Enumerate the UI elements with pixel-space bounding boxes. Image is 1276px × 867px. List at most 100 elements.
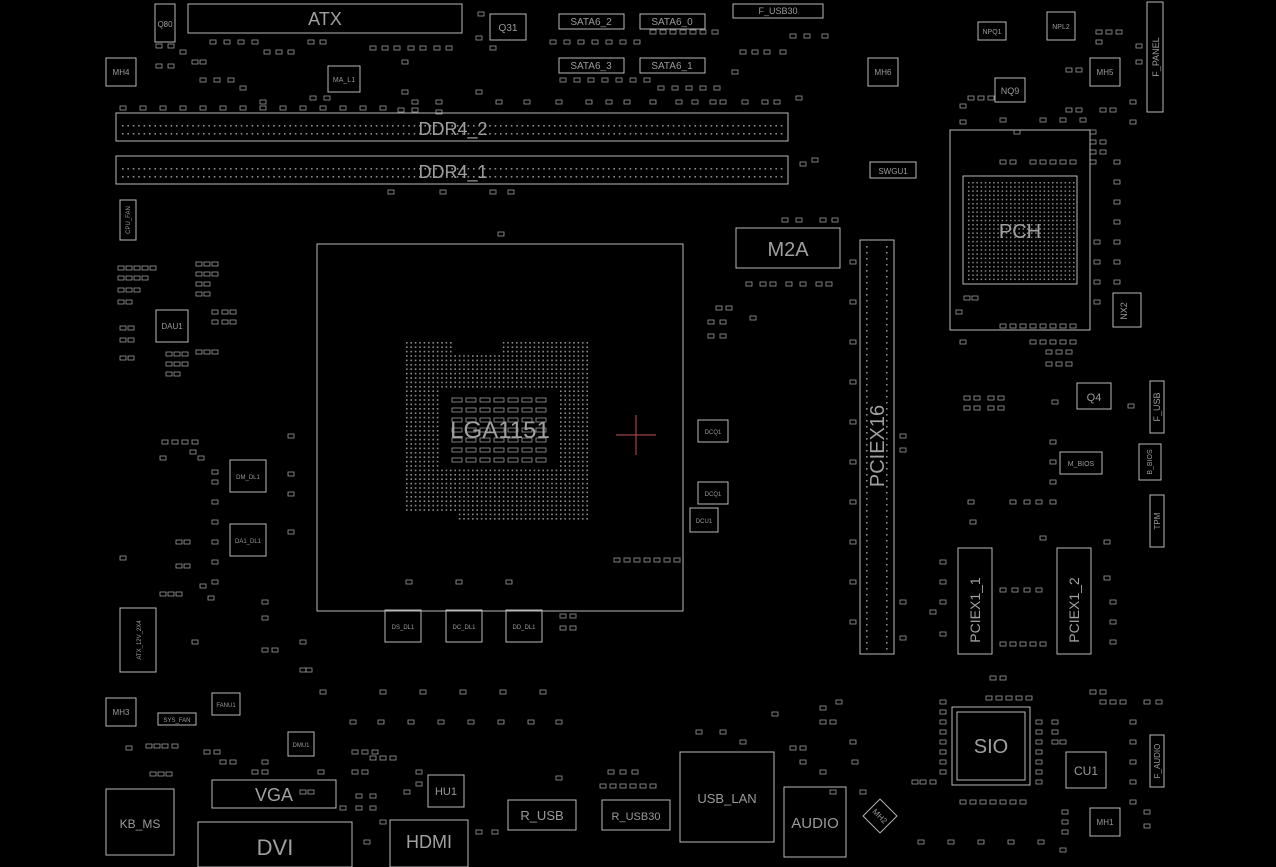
pcie-pin: [886, 318, 888, 320]
cpu-pin: [414, 403, 417, 406]
cpu-pin: [551, 342, 553, 344]
cpu-pin: [582, 500, 584, 502]
smd-pad: [917, 839, 925, 845]
cpu-pin: [467, 518, 470, 520]
smd-pad: [133, 275, 141, 281]
smd-pad: [1093, 259, 1101, 265]
ddr-pin: [230, 133, 232, 135]
cpu-pin: [441, 469, 443, 472]
pcie-pin: [866, 582, 868, 584]
cpu-pin: [577, 350, 580, 353]
cpu-pin: [406, 500, 408, 502]
cpu-pin: [498, 377, 500, 379]
ddr-pin: [181, 168, 183, 170]
ddr-pin: [683, 125, 686, 127]
cpu-pin: [445, 359, 448, 362]
cpu-pin: [445, 350, 448, 353]
pch-ball: [1026, 182, 1029, 184]
da1-dl1-label: DA1_DL1: [235, 539, 262, 545]
ddr-pin: [262, 168, 264, 170]
smd-pad: [211, 271, 219, 277]
pch-ball: [976, 198, 978, 201]
ddr-pin: [138, 176, 140, 178]
f-usb30-label: F_USB30: [758, 6, 797, 16]
pch-ball: [993, 203, 995, 205]
ddr-pin: [149, 133, 151, 135]
smd-pad: [963, 405, 971, 411]
smd-pad: [569, 613, 577, 619]
cpu-center-pad: [507, 397, 519, 403]
pcie-pin: [866, 324, 868, 326]
cpu-pin: [529, 513, 531, 516]
cpu-pin: [454, 491, 456, 494]
cpu-pin: [423, 399, 426, 401]
ddr-pin: [651, 168, 653, 170]
cpu-pin: [529, 469, 531, 472]
cpu-pin: [546, 355, 549, 357]
da1-dl1-outline: [229, 523, 267, 557]
pch-ball: [989, 266, 991, 268]
cpu-pin: [480, 478, 483, 480]
cpu-pin: [414, 509, 417, 511]
pch-ball: [1018, 182, 1020, 184]
cpu-pin: [414, 386, 417, 388]
pch-ball: [1018, 270, 1020, 272]
cpu-pin: [458, 500, 461, 502]
ddr-pin: [332, 125, 335, 127]
cpu-pin: [542, 487, 544, 489]
cpu-pin: [546, 346, 549, 348]
pch-ball: [984, 224, 987, 226]
cpu-pin: [502, 350, 505, 353]
ddr-pin: [122, 176, 124, 178]
cpu-pin: [432, 364, 434, 366]
f-usb-connector: [1149, 380, 1165, 434]
pch-ball: [1047, 261, 1050, 264]
cpu-pin: [568, 465, 571, 467]
cpu-pin: [568, 372, 571, 375]
mh4-outline: [105, 57, 137, 87]
pch-ball: [1010, 249, 1012, 251]
pch-ball: [976, 203, 978, 205]
cpu-pin: [507, 482, 509, 485]
ddr-pin: [478, 168, 480, 170]
ddr-pin: [300, 125, 302, 127]
smd-pad: [849, 459, 857, 465]
pch-ball: [1060, 245, 1062, 247]
pch-ball: [1031, 203, 1033, 205]
cpu-pin: [520, 364, 522, 366]
cpu-pin: [450, 496, 452, 498]
pch-ball: [1056, 224, 1058, 226]
pch-ball: [1068, 236, 1071, 239]
ddr-pin: [251, 133, 254, 135]
cpu-pin: [529, 491, 531, 494]
cpu-pin: [489, 478, 492, 480]
cpu-pin: [419, 386, 421, 388]
pch-ball: [972, 245, 974, 247]
cpu-pin: [524, 377, 527, 379]
smd-pad: [167, 63, 175, 69]
ddr-pin: [381, 168, 383, 170]
cpu-pin: [538, 513, 540, 516]
mh1-outline: [1089, 807, 1121, 837]
smd-pad: [799, 281, 807, 287]
cpu-pin: [498, 469, 500, 472]
pch-ball: [1060, 190, 1062, 192]
cpu-center-pad: [521, 447, 533, 453]
smd-pad: [209, 39, 217, 45]
cpu-pin: [432, 452, 434, 454]
cpu-pin: [529, 342, 531, 344]
cpu-pin: [582, 394, 584, 397]
ddr-pin: [343, 176, 345, 178]
cpu-pin: [445, 372, 448, 375]
smd-pad: [1099, 149, 1107, 155]
cpu-pin: [423, 478, 426, 480]
ddr-pin: [262, 176, 264, 178]
cpu-pin: [586, 487, 588, 489]
cpu-pin: [410, 408, 412, 410]
cpu-pin: [406, 412, 408, 414]
pcie-pin: [886, 486, 888, 488]
cpu-pin: [454, 496, 456, 498]
smd-pad: [639, 783, 647, 789]
cpu-pin: [480, 355, 483, 357]
smd-pad: [939, 709, 947, 715]
